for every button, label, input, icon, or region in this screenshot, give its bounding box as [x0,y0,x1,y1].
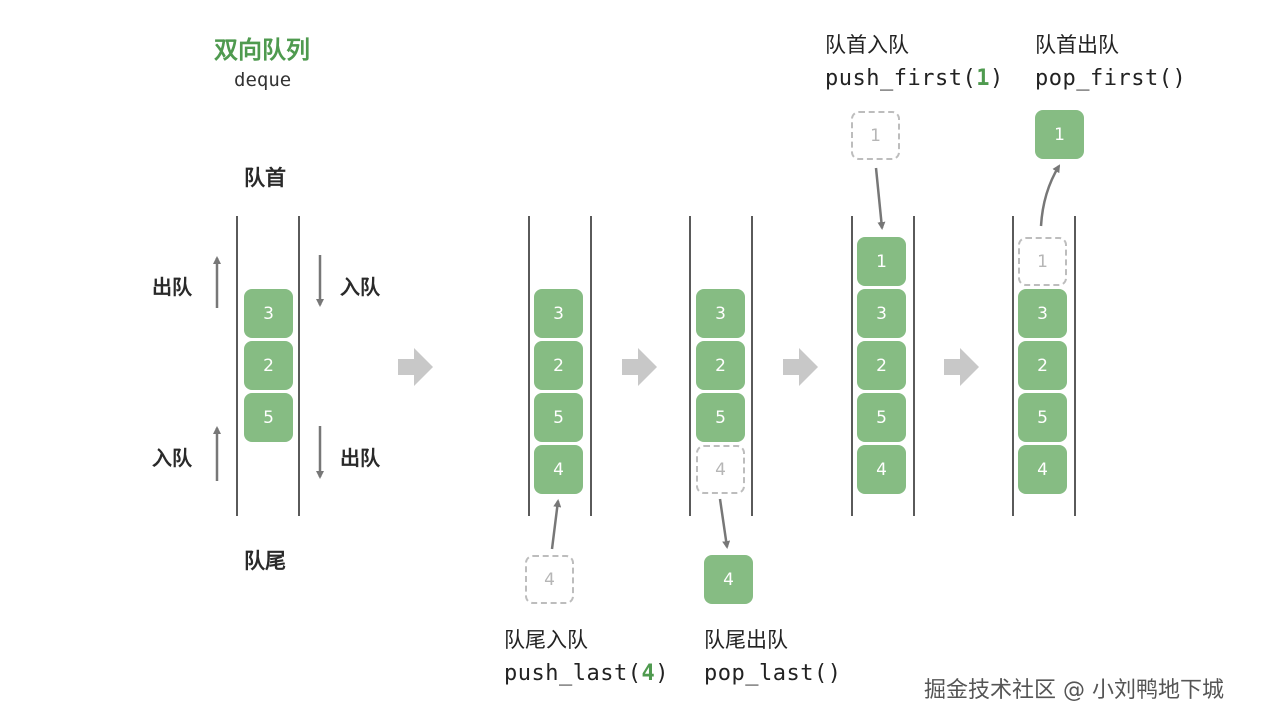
head-enqueue-label: 入队 [340,275,380,299]
push-last-label: 队尾入队 [504,628,588,652]
deque-2-right-wall [751,216,753,516]
head-label: 队首 [244,166,286,190]
deque-0-cell: 5 [244,393,293,442]
diagram-subtitle: deque [234,69,292,91]
code-arg: 4 [641,661,656,686]
deque-3-right-wall [913,216,915,516]
deque-4-left-wall [1012,216,1014,516]
code-suffix: ) [989,66,1004,91]
deque-4-cell: 3 [1018,289,1067,338]
deque-3-cell: 5 [857,393,906,442]
deque-3-cell: 2 [857,341,906,390]
pop-first-arrow [1039,164,1061,227]
pop-first-label: 队首出队 [1035,33,1119,57]
deque-1-cell: 5 [534,393,583,442]
deque-2-cell: 3 [696,289,745,338]
code-arg: 1 [976,66,990,91]
deque-3-cell: 1 [857,237,906,286]
watermark: 掘金技术社区 @ 小刘鸭地下城 [924,678,1224,703]
head-dequeue-label: 出队 [152,275,192,299]
diagram-title: 双向队列 [214,36,310,64]
step-arrow [944,348,979,386]
tail-label: 队尾 [244,549,286,573]
deque-1-cell: 2 [534,341,583,390]
deque-1-left-wall [528,216,530,516]
deque-0-cell: 3 [244,289,293,338]
outgoing-cell: 1 [1035,110,1084,159]
tail-dequeue-label: 出队 [340,446,380,470]
deque-1-cell: 4 [534,445,583,494]
deque-4-right-wall [1074,216,1076,516]
code-prefix: push_last( [504,661,642,686]
push-first-arrow [874,167,886,230]
tail-enqueue-label: 入队 [152,446,192,470]
step-arrow [783,348,818,386]
deque-4-cell: 2 [1018,341,1067,390]
deque-2-left-wall [689,216,691,516]
deque-0-left-wall [236,216,238,516]
deque-0-cell: 2 [244,341,293,390]
pop-last-label: 队尾出队 [704,628,788,652]
pop-last-code: pop_last() [704,661,842,686]
step-arrow [622,348,657,386]
deque-3-left-wall [851,216,853,516]
deque-4-cell: 5 [1018,393,1067,442]
deque-2-cell: 5 [696,393,745,442]
deque-2-cell: 2 [696,341,745,390]
incoming-ghost-cell: 4 [525,555,574,604]
deque-3-cell: 3 [857,289,906,338]
push-last-code: push_last(4) [504,661,669,686]
deque-4-cell: 4 [1018,445,1067,494]
deque-1-right-wall [590,216,592,516]
push-first-code: push_first(1) [825,66,1004,91]
deque-1-cell: 3 [534,289,583,338]
deque-3-cell: 4 [857,445,906,494]
code-suffix: ) [655,661,669,686]
step-arrow [398,348,433,386]
pop-last-arrow [718,498,731,549]
push-last-arrow [550,499,562,550]
push-first-label: 队首入队 [825,33,909,57]
outgoing-cell: 4 [704,555,753,604]
pop-first-code: pop_first() [1035,66,1187,91]
removed-ghost-cell: 4 [696,445,745,494]
code-prefix: push_first( [825,66,977,91]
deque-0-right-wall [298,216,300,516]
incoming-ghost-cell: 1 [851,111,900,160]
removed-ghost-cell: 1 [1018,237,1067,286]
